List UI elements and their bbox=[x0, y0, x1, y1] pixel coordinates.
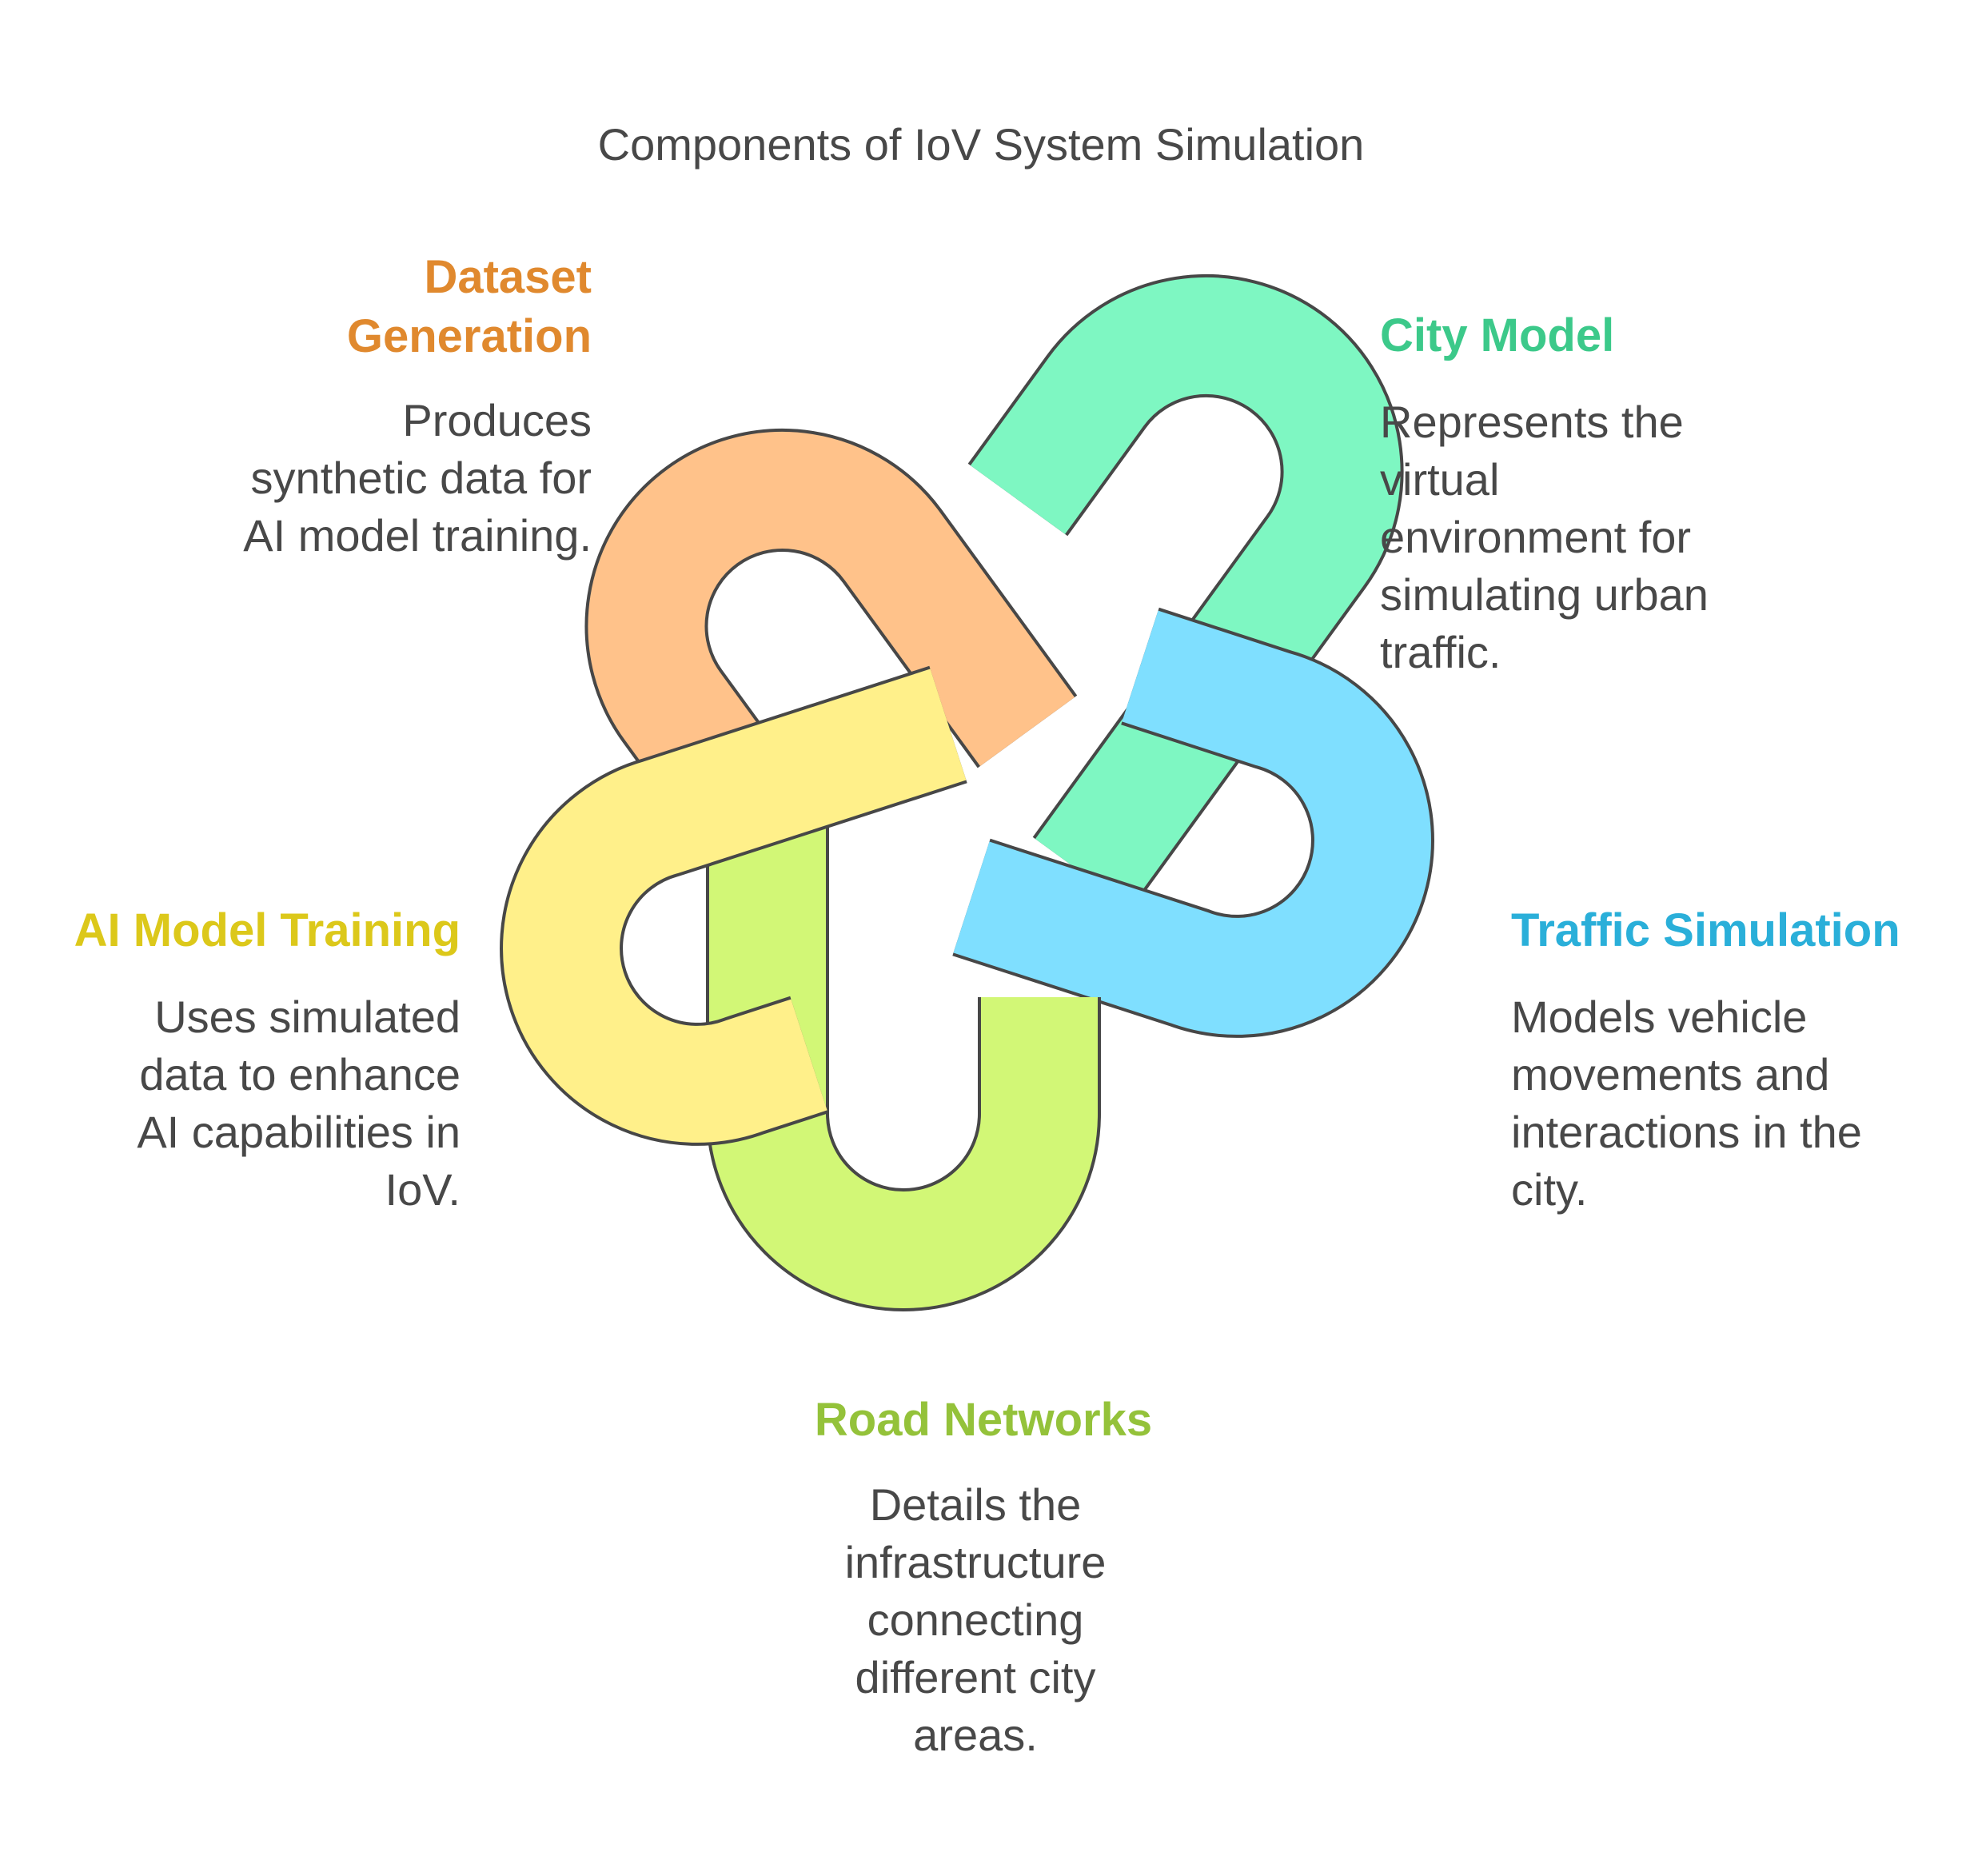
traffic-simulation-label: Traffic Simulation bbox=[1511, 901, 1959, 960]
city-model-label-line: City Model bbox=[1380, 309, 1615, 361]
dataset-generation-link bbox=[584, 429, 1078, 867]
ai-model-training-description: Uses simulated data to enhance AI capabi… bbox=[48, 988, 461, 1219]
description-line: interactions in the bbox=[1511, 1107, 1862, 1157]
dataset-generation-label-line: Dataset bbox=[424, 251, 592, 303]
city-model-label: City Model bbox=[1380, 306, 1780, 365]
description-line: environment for bbox=[1380, 512, 1692, 562]
description-line: IoV. bbox=[385, 1164, 461, 1215]
city-model-link bbox=[967, 274, 1404, 910]
description-line: virtual bbox=[1380, 454, 1500, 505]
traffic-simulation-description: Models vehicle movements and interaction… bbox=[1511, 988, 1943, 1219]
ai-model-training-label-line: AI Model Training bbox=[74, 904, 461, 956]
city-model-description: Represents the virtual environment for s… bbox=[1380, 393, 1828, 681]
link-band bbox=[588, 432, 1075, 865]
description-line: Details the bbox=[869, 1479, 1082, 1530]
ai-model-training-label: AI Model Training bbox=[48, 901, 461, 960]
description-line: infrastructure bbox=[844, 1537, 1107, 1587]
description-line: Produces bbox=[402, 395, 592, 445]
description-line: traffic. bbox=[1380, 627, 1501, 677]
description-line: Represents the bbox=[1380, 397, 1684, 447]
dataset-generation-description: Produces synthetic data for AI model tra… bbox=[160, 392, 592, 565]
description-line: city. bbox=[1511, 1164, 1588, 1215]
link-band bbox=[953, 610, 1431, 1035]
link-band bbox=[503, 669, 967, 1143]
traffic-simulation-label-line: Traffic Simulation bbox=[1511, 904, 1900, 956]
description-line: areas. bbox=[913, 1710, 1038, 1760]
description-line: simulating urban bbox=[1380, 569, 1709, 620]
description-line: Models vehicle bbox=[1511, 992, 1808, 1042]
description-line: movements and bbox=[1511, 1049, 1830, 1100]
description-line: data to enhance bbox=[139, 1049, 461, 1100]
description-line: AI capabilities in bbox=[137, 1107, 461, 1157]
description-line: Uses simulated bbox=[154, 992, 461, 1042]
road-networks-label: Road Networks bbox=[744, 1391, 1223, 1450]
ai-model-training-link bbox=[500, 665, 967, 1146]
description-line: connecting bbox=[867, 1595, 1084, 1645]
dataset-generation-label: Dataset Generation bbox=[184, 248, 592, 366]
road-networks-description: Details the infrastructure connecting di… bbox=[744, 1476, 1207, 1764]
road-networks-label-line: Road Networks bbox=[814, 1394, 1153, 1446]
description-line: different city bbox=[855, 1652, 1096, 1702]
link-band bbox=[970, 277, 1401, 908]
traffic-simulation-link bbox=[952, 607, 1434, 1038]
description-line: synthetic data for bbox=[250, 453, 592, 503]
road-networks-link bbox=[706, 821, 1101, 1311]
dataset-generation-label-line: Generation bbox=[346, 310, 592, 362]
link-band bbox=[709, 821, 1098, 1308]
description-line: AI model training. bbox=[243, 510, 592, 561]
diagram-title: Components of IoV System Simulation bbox=[597, 119, 1365, 170]
